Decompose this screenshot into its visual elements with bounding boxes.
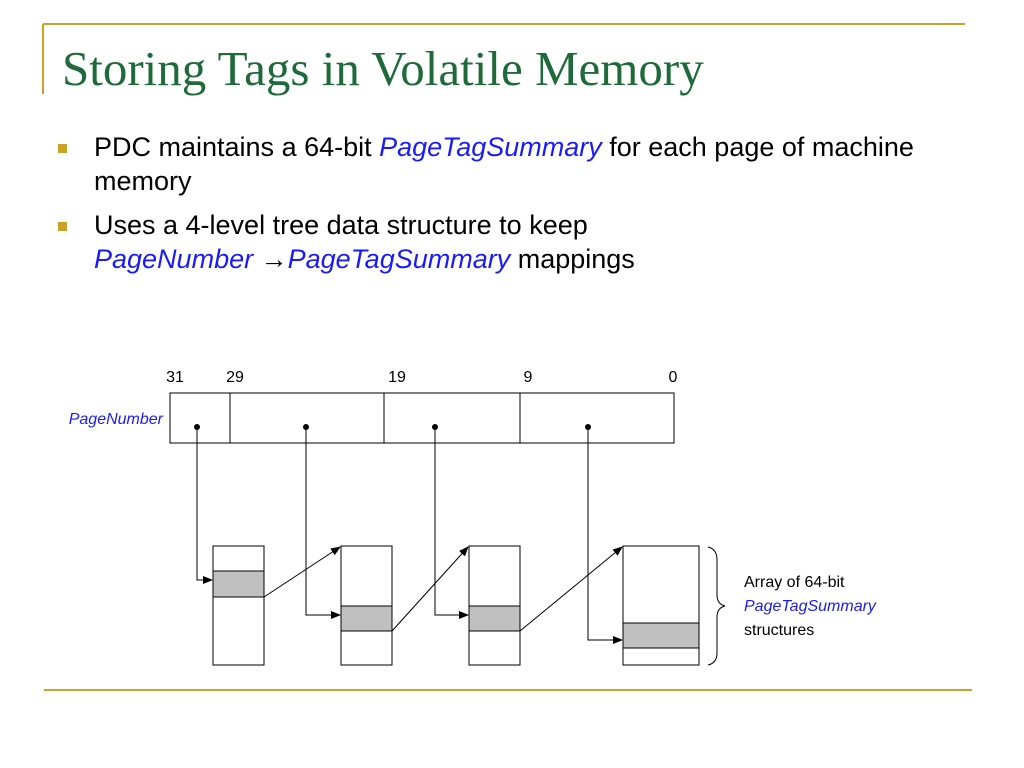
bullet-list: PDC maintains a 64-bit PageTagSummary fo…: [56, 130, 986, 276]
bullet-emphasis: PageTagSummary: [287, 244, 511, 274]
bit-label-0: 0: [669, 369, 678, 386]
level-1-entry: [212, 570, 265, 598]
level-pointer-arrow: [519, 546, 623, 632]
square-bullet-icon: [58, 222, 67, 231]
index-arrow: [196, 427, 213, 584]
bullet-text: Uses a 4-level tree data structure to ke…: [94, 210, 588, 240]
bullet-emphasis: PageNumber: [94, 244, 254, 274]
bit-label-19: 19: [388, 369, 406, 386]
square-bullet-icon: [58, 144, 67, 153]
bit-label-31: 31: [166, 369, 184, 386]
bullet-text: for each page of machine memory: [94, 132, 914, 196]
page-number-register: [169, 392, 675, 444]
annotation-line-2: PageTagSummary: [744, 598, 877, 615]
brace-icon: [707, 546, 726, 666]
field-pointers: [194, 424, 591, 430]
register-outline: [169, 392, 675, 444]
level-arrays: [212, 545, 700, 666]
level-2-entry: [340, 605, 393, 632]
bullet-item: Uses a 4-level tree data structure to ke…: [56, 208, 986, 276]
bullet-item: PDC maintains a 64-bit PageTagSummary fo…: [56, 130, 986, 198]
level-1-array: [212, 545, 265, 666]
index-arrows: [196, 427, 623, 644]
page-number-label: PageNumber: [69, 411, 164, 428]
bullet-text: PDC maintains a 64-bit: [94, 132, 380, 162]
arrow-glyph: →: [260, 244, 288, 274]
bit-label-29: 29: [226, 369, 244, 386]
bullet-text: mappings: [510, 244, 635, 274]
index-arrow: [434, 427, 469, 619]
index-arrow: [305, 427, 341, 619]
level-3-entry: [468, 605, 521, 632]
level-pointer-arrow: [263, 546, 341, 598]
index-arrow: [587, 427, 623, 644]
level-pointer-arrow: [391, 546, 469, 632]
annotation-line-1: Array of 64-bit: [744, 574, 845, 591]
bullet-emphasis: PageTagSummary: [379, 132, 602, 162]
bit-label-9: 9: [524, 369, 533, 386]
annotation-line-3: structures: [744, 622, 814, 639]
leaf-entry: [622, 622, 700, 649]
level-pointer-arrows: [263, 546, 623, 632]
slide-title: Storing Tags in Volatile Memory: [62, 41, 704, 96]
